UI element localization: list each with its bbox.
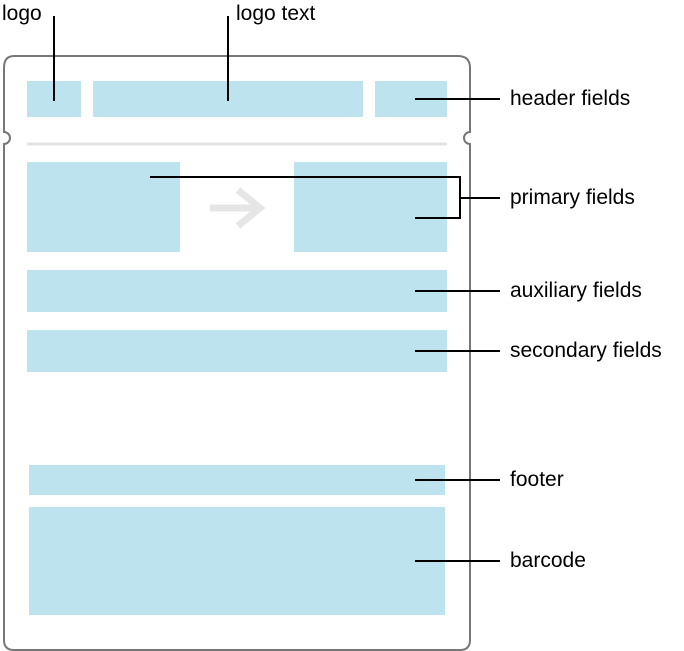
footer-field [29, 465, 445, 495]
barcode-field [29, 507, 445, 615]
logo-text-label: logo text [236, 2, 316, 25]
header-fields-label: header fields [510, 87, 631, 110]
primary-field-right [294, 162, 447, 252]
secondary-field [27, 330, 447, 372]
logo-label: logo [2, 2, 42, 25]
secondary-fields-label: secondary fields [510, 339, 662, 362]
primary-field-left [27, 162, 180, 252]
footer-label: footer [510, 468, 564, 491]
right-arrow-icon [210, 187, 266, 229]
barcode-label: barcode [510, 549, 586, 572]
auxiliary-field [27, 270, 447, 312]
primary-fields-label: primary fields [510, 186, 635, 209]
auxiliary-fields-label: auxiliary fields [510, 279, 642, 302]
